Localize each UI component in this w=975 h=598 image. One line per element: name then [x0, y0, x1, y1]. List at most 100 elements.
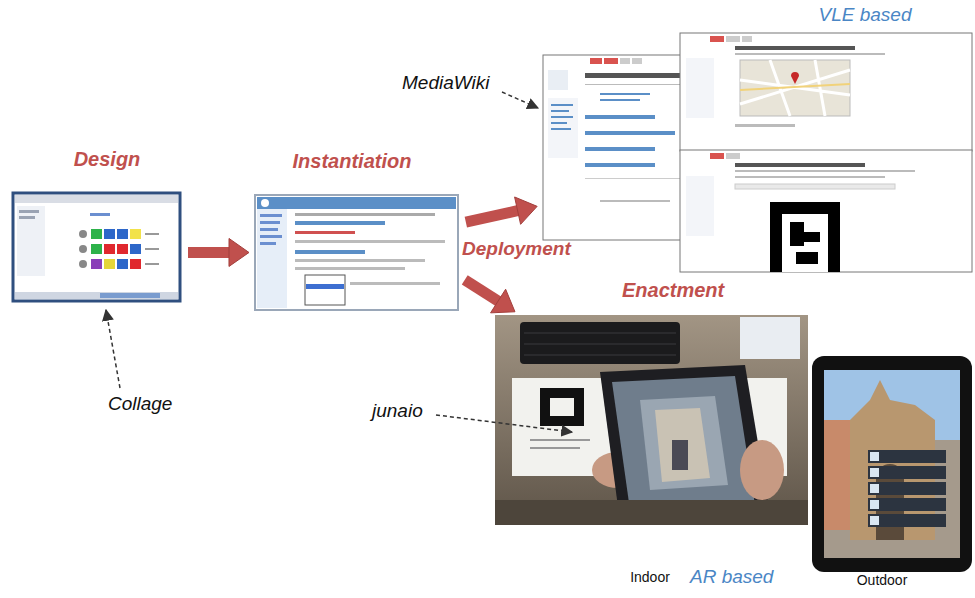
- instantiation-screenshot-part: [257, 197, 456, 209]
- vle-screenshots: [543, 33, 972, 272]
- vle-screenshots-part: [585, 163, 655, 167]
- instantiation-screenshot-part: [305, 275, 345, 305]
- vle-screenshots-part: [735, 176, 885, 178]
- vle-screenshots-part: [680, 150, 972, 272]
- vle-screenshots-part: [551, 116, 573, 118]
- instantiation-screenshot-part: [260, 228, 278, 231]
- flow-arrow: [465, 280, 515, 313]
- vle-screenshots-part: [632, 58, 642, 64]
- leader-lines-part: [502, 92, 538, 108]
- design-screenshot-part: [15, 195, 178, 203]
- outdoor-tablet-part: [824, 420, 850, 530]
- instantiation-screenshot-part: [295, 221, 385, 225]
- vle-screenshots-part: [590, 58, 602, 64]
- design-screenshot-part: [19, 216, 35, 219]
- outdoor-tablet-part: [870, 500, 879, 509]
- callout-label: Deployment: [462, 238, 571, 261]
- design-screenshot-part: [15, 292, 178, 299]
- outdoor-tablet-part: [868, 498, 946, 511]
- vle-screenshots-part: [620, 58, 630, 64]
- indoor-photo-part: [550, 398, 574, 416]
- indoor-photo-part: [655, 408, 710, 482]
- outdoor-tablet-part: [868, 450, 946, 463]
- stage-heading: VLE based: [819, 4, 912, 27]
- indoor-photo-part: [530, 440, 590, 448]
- vle-screenshots-part: [686, 176, 714, 236]
- instantiation-screenshot-part: [255, 195, 458, 310]
- indoor-photo-part: [612, 376, 755, 510]
- design-screenshot-part: [130, 229, 141, 239]
- outdoor-tablet-part: [812, 356, 972, 572]
- design-screenshot-part: [145, 248, 159, 250]
- indoor-photo-part: [672, 440, 688, 470]
- design-screenshot-part: [91, 244, 102, 254]
- callout-label: AR based: [690, 566, 773, 589]
- design-screenshot-part: [130, 244, 141, 254]
- vle-screenshots-part: [782, 214, 828, 272]
- vle-screenshots-part: [790, 222, 804, 246]
- outdoor-tablet-part: [870, 468, 879, 477]
- design-screenshot-part: [79, 260, 87, 268]
- design-screenshot: [13, 193, 180, 301]
- caption: Outdoor: [857, 572, 908, 589]
- vle-screenshots-part: [548, 70, 568, 90]
- design-screenshot-part: [13, 193, 180, 301]
- outdoor-tablet-part: [824, 370, 960, 558]
- indoor-photo-part: [520, 322, 680, 364]
- instantiation-screenshot: [255, 195, 458, 310]
- vle-screenshots-part: [740, 84, 850, 90]
- outdoor-tablet-part: [870, 516, 879, 525]
- callout-label: MediaWiki: [402, 72, 489, 95]
- vle-screenshots-part: [585, 73, 685, 78]
- design-screenshot-part: [79, 230, 87, 238]
- outdoor-tablet-part: [868, 514, 946, 527]
- vle-screenshots-part: [585, 147, 655, 151]
- vle-screenshots-part: [548, 98, 578, 158]
- callout-label: Enactment: [622, 278, 724, 302]
- instantiation-screenshot-part: [261, 199, 269, 207]
- indoor-photo-part: [740, 317, 800, 359]
- design-screenshot-part: [117, 229, 128, 239]
- arrow-shaft: [465, 280, 499, 302]
- design-screenshot-part: [19, 210, 39, 213]
- instantiation-screenshot-part: [295, 259, 425, 262]
- vle-screenshots-part: [735, 170, 915, 172]
- design-screenshot-part: [91, 229, 102, 239]
- vle-screenshots-part: [600, 200, 670, 202]
- stage-heading: Design: [74, 147, 141, 171]
- instantiation-screenshot-part: [295, 240, 445, 243]
- leader-lines-part: [436, 415, 572, 432]
- design-screenshot-part: [104, 229, 115, 239]
- stage-heading: Instantiation: [293, 149, 412, 173]
- design-screenshot-part: [145, 233, 159, 235]
- vle-screenshots-part: [726, 36, 740, 42]
- vle-screenshots-part: [680, 33, 972, 151]
- design-screenshot-part: [117, 244, 128, 254]
- design-screenshot-part: [145, 263, 159, 265]
- instantiation-screenshot-part: [260, 235, 282, 238]
- indoor-photo-part: [540, 388, 584, 426]
- vle-screenshots-part: [585, 131, 675, 135]
- screenshot-panel: Instantiation: [255, 195, 458, 310]
- vle-screenshots-part: [710, 36, 724, 42]
- instantiation-screenshot-part: [295, 267, 405, 270]
- design-screenshot-part: [130, 259, 141, 269]
- vle-screenshots-part: [742, 36, 752, 42]
- vle-screenshots-part: [551, 128, 571, 130]
- design-screenshot-part: [104, 259, 115, 269]
- vle-screenshots-part: [740, 60, 850, 116]
- arrow-shaft: [466, 210, 519, 222]
- design-screenshot-part: [100, 293, 160, 298]
- design-screenshot-part: [90, 213, 110, 216]
- instantiation-screenshot-part: [257, 209, 287, 308]
- vle-screenshots-part: [710, 153, 724, 159]
- instantiation-screenshot-part: [295, 213, 435, 216]
- leader-lines-part: [106, 310, 120, 388]
- indoor-photo-part: [524, 333, 676, 355]
- vle-screenshots-part: [740, 60, 850, 116]
- caption: Indoor: [630, 569, 670, 586]
- vle-screenshots-part: [735, 53, 885, 55]
- vle-screenshots-part: [551, 110, 569, 112]
- design-screenshot-part: [91, 259, 102, 269]
